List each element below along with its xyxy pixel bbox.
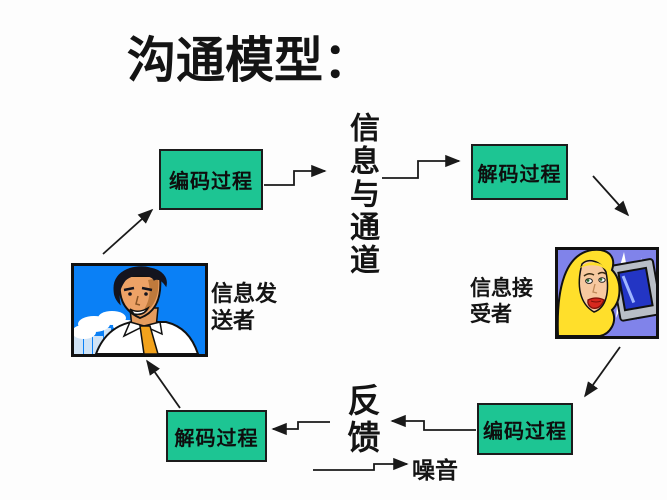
message-sender-label: 信息发送者 <box>211 282 278 334</box>
woman-facial-features <box>583 271 607 309</box>
page-title: 沟通模型： <box>127 32 373 89</box>
sender-clipart <box>71 263 208 357</box>
encoding-process-label-bottom: 编码过程 <box>483 418 567 443</box>
man-hair <box>113 266 167 306</box>
decoding-process-box-bottom: 解码过程 <box>166 410 267 462</box>
decoding-process-box-top: 解码过程 <box>471 144 568 200</box>
arrow-encoding-to-channel <box>264 164 327 186</box>
message-receiver-label: 信息接受者 <box>470 276 533 326</box>
noise-label: 噪音 <box>412 458 458 484</box>
man-illustration <box>74 266 205 354</box>
man-tie <box>139 325 159 354</box>
arrow-to-noise <box>313 457 409 471</box>
computer-monitor <box>610 258 656 322</box>
woman-fringe <box>580 262 606 270</box>
man-collar-right <box>141 321 163 336</box>
encoding-process-label-top: 编码过程 <box>169 169 253 193</box>
man-facial-features <box>123 286 153 316</box>
receiver-clipart <box>555 247 659 339</box>
decoding-process-label-top: 解码过程 <box>477 161 562 186</box>
arrow-decoding-to-sender <box>146 359 181 409</box>
arrow-feedback-to-decoding <box>271 421 330 436</box>
woman-illustration <box>558 250 656 336</box>
arrow-sender-to-encoding <box>102 208 154 255</box>
encoding-process-box-bottom: 编码过程 <box>477 403 573 455</box>
man-face-shadow <box>138 278 159 316</box>
arrow-encoding-to-feedback <box>390 414 476 431</box>
feedback-label: 反馈 <box>342 383 381 457</box>
arrow-receiver-to-encoding <box>584 346 621 398</box>
encoding-process-box-top: 编码过程 <box>159 149 263 210</box>
man-collar-left <box>122 321 147 338</box>
decoding-process-label-bottom: 解码过程 <box>174 425 259 450</box>
message-and-channel-label: 信息与通道 <box>344 112 379 277</box>
arrow-channel-to-decoding <box>382 154 461 179</box>
woman-lips <box>587 297 605 309</box>
arrow-decoding-to-receiver <box>592 175 630 217</box>
